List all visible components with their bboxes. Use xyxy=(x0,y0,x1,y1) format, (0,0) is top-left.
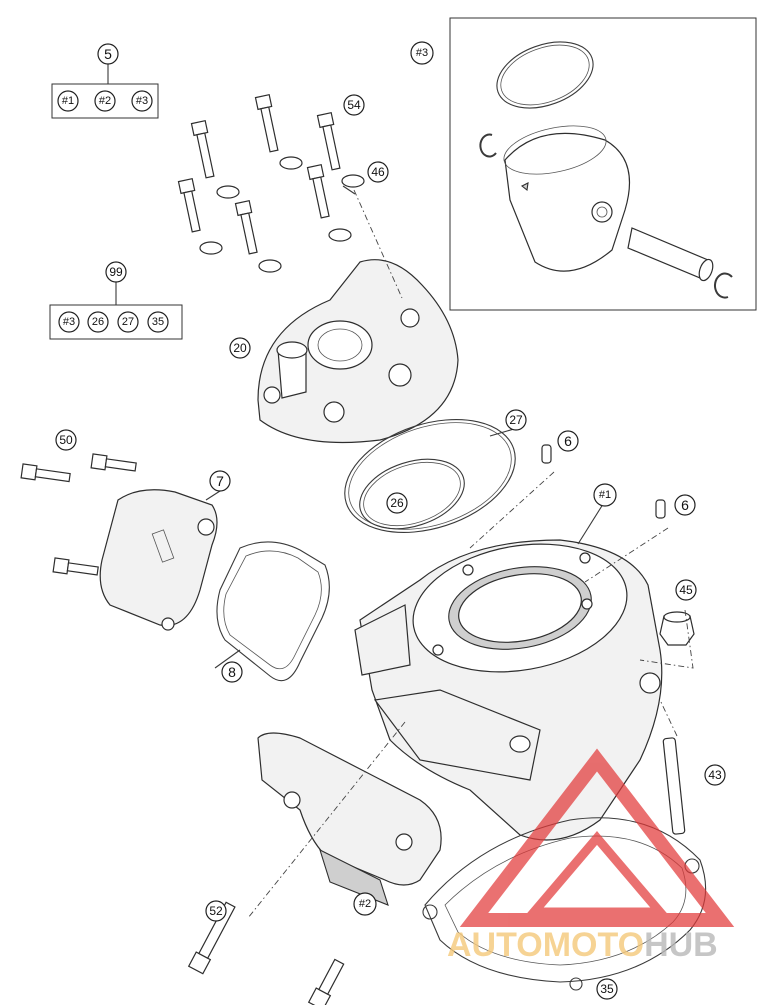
callout-45: 45 xyxy=(675,579,697,601)
svg-text:#1: #1 xyxy=(599,489,611,501)
o-ring-inner xyxy=(359,458,465,530)
callout-piston: #3 xyxy=(410,41,434,65)
svg-text:27: 27 xyxy=(509,413,523,427)
callout-cylinder: #1 xyxy=(593,483,617,507)
piston-circlip-left xyxy=(479,133,497,158)
logo-triangle-outer xyxy=(459,748,735,927)
svg-text:20: 20 xyxy=(233,341,247,355)
svg-text:52: 52 xyxy=(209,904,223,918)
svg-text:46: 46 xyxy=(371,165,385,179)
kit-99-item-1: #3 xyxy=(58,311,80,333)
svg-text:27: 27 xyxy=(122,316,134,328)
svg-text:#3: #3 xyxy=(63,316,75,328)
watermark-text-part1: AUTOMOTO xyxy=(447,926,644,964)
svg-text:5: 5 xyxy=(104,46,112,62)
svg-text:#2: #2 xyxy=(99,95,111,107)
kit-99-item-3: 27 xyxy=(117,311,139,333)
cylinder-stud xyxy=(662,737,686,835)
svg-text:#1: #1 xyxy=(62,95,74,107)
svg-text:99: 99 xyxy=(109,265,123,279)
callout-exhaust-valve: #2 xyxy=(353,892,377,916)
svg-text:43: 43 xyxy=(708,768,722,782)
callout-27: 27 xyxy=(505,409,527,431)
svg-text:#3: #3 xyxy=(416,47,428,59)
callout-54: 54 xyxy=(343,94,365,116)
piston-circlip-right xyxy=(713,272,733,299)
svg-text:#3: #3 xyxy=(136,95,148,107)
callout-8: 8 xyxy=(221,661,243,683)
svg-text:26: 26 xyxy=(390,496,404,510)
flange-nut xyxy=(659,611,695,646)
kit-99-item-2: 26 xyxy=(87,311,109,333)
callout-50: 50 xyxy=(55,429,77,451)
svg-text:50: 50 xyxy=(59,433,73,447)
cover-gasket xyxy=(216,541,330,682)
piston xyxy=(503,125,631,272)
callout-43: 43 xyxy=(704,764,726,786)
svg-text:35: 35 xyxy=(152,316,164,328)
cylinder-head xyxy=(257,259,459,444)
piston-ring xyxy=(496,41,594,109)
valve-bolts xyxy=(187,901,345,1005)
kit-5-item-2: #2 xyxy=(94,90,116,112)
o-ring-outer xyxy=(344,419,516,533)
head-washers xyxy=(199,156,365,273)
svg-text:7: 7 xyxy=(216,473,224,489)
callout-52: 52 xyxy=(205,900,227,922)
svg-text:35: 35 xyxy=(600,982,614,996)
svg-text:6: 6 xyxy=(564,433,572,449)
svg-text:45: 45 xyxy=(679,583,693,597)
svg-text:6: 6 xyxy=(681,497,689,513)
kit-5-item-3: #3 xyxy=(131,90,153,112)
dowel-pin-right xyxy=(655,499,666,519)
callout-6-lower: 6 xyxy=(674,494,696,516)
cover-bolts xyxy=(20,453,137,576)
svg-text:8: 8 xyxy=(228,664,236,680)
piston-inset xyxy=(449,17,757,311)
head-bolts xyxy=(177,94,341,255)
callout-26: 26 xyxy=(386,492,408,514)
dowel-pin-left xyxy=(541,444,552,464)
watermark-text: AUTOMOTOHUB xyxy=(447,926,718,964)
callout-5: 5 xyxy=(97,43,119,65)
callout-99: 99 xyxy=(105,261,127,283)
kit-5-box xyxy=(51,63,159,119)
watermark-logo xyxy=(459,748,735,927)
svg-text:26: 26 xyxy=(92,316,104,328)
svg-text:#2: #2 xyxy=(359,898,371,910)
callout-7: 7 xyxy=(209,470,231,492)
exhaust-valve-cover xyxy=(99,489,218,631)
kit-5-item-1: #1 xyxy=(57,90,79,112)
callout-20: 20 xyxy=(229,337,251,359)
callout-6-upper: 6 xyxy=(557,430,579,452)
watermark-text-part2: HUB xyxy=(644,926,718,964)
kit-99-item-4: 35 xyxy=(147,311,169,333)
kit-99-box xyxy=(49,282,183,340)
callout-35: 35 xyxy=(596,978,618,1000)
logo-triangle-inner xyxy=(524,831,670,917)
svg-text:54: 54 xyxy=(347,98,361,112)
leader-lines xyxy=(205,185,694,919)
callout-46: 46 xyxy=(367,161,389,183)
piston-pin xyxy=(627,227,714,282)
exhaust-valve xyxy=(257,732,442,906)
